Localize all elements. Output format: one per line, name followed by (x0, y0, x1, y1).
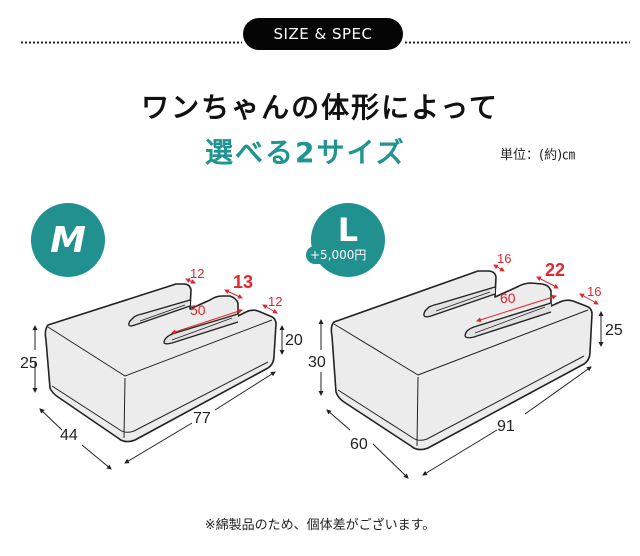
l-arm-middle-label: 22 (545, 260, 565, 280)
m-arm-right-label: 12 (268, 294, 282, 309)
l-length-label: 91 (497, 418, 515, 435)
l-width-label: 60 (350, 436, 368, 453)
dotted-divider-left (20, 41, 242, 44)
subheadline: 選べる2サイズ (205, 136, 406, 169)
m-height-back-label: 25 (20, 355, 38, 372)
m-arm-left-label: 12 (190, 266, 204, 281)
m-height-front-label: 20 (285, 332, 303, 349)
price-addon: +5,000円 (310, 248, 367, 262)
size-badge-l: L (311, 203, 385, 277)
section-label: SIZE & SPEC (273, 25, 373, 43)
size-m-letter: M (50, 219, 86, 261)
m-width-label: 44 (60, 427, 78, 444)
size-badge-m: M (31, 203, 105, 277)
l-height-front-label: 25 (605, 322, 623, 339)
cushion-l-illustration (330, 270, 593, 451)
unit-label: 単位：(約)㎝ (500, 148, 576, 163)
size-l-letter: L (337, 211, 359, 249)
headline: ワンちゃんの体形によって (141, 91, 499, 124)
price-addon-badge: +5,000円 (306, 246, 371, 264)
section-label-pill: SIZE & SPEC (243, 18, 403, 50)
m-slot-length-label: 50 (190, 302, 206, 318)
l-slot-length-label: 60 (500, 290, 516, 306)
cushion-m-illustration (44, 283, 277, 443)
l-height-back-label: 30 (308, 354, 326, 371)
footnote: ※綿製品のため、個体差がございます。 (204, 518, 436, 533)
dotted-divider-right (404, 41, 630, 44)
m-length-label: 77 (193, 410, 211, 427)
l-arm-left-label: 16 (497, 251, 511, 266)
m-arm-middle-label: 13 (233, 272, 253, 292)
l-arm-right-label: 16 (587, 284, 601, 299)
